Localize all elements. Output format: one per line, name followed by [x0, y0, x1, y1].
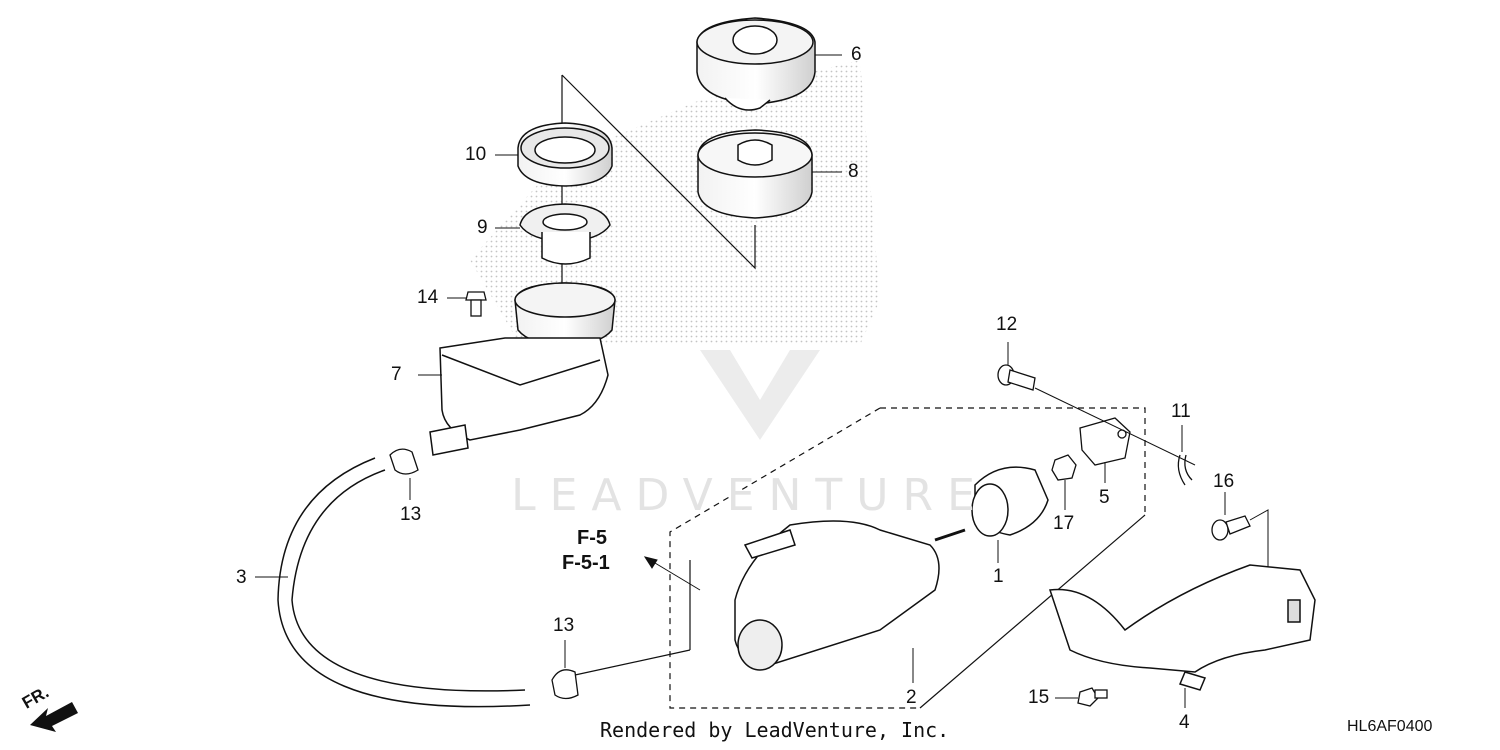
- callout-5: 5: [1099, 487, 1110, 508]
- callout-3: 3: [236, 567, 247, 588]
- axis-12-5: [1034, 387, 1196, 466]
- watermark-logo: [470, 60, 880, 440]
- reservoir-part-7: [429, 282, 616, 456]
- nut-part-17: [1051, 454, 1077, 481]
- callout-16: 16: [1213, 471, 1235, 492]
- float-part-9: [519, 203, 611, 265]
- callout-11: 11: [1171, 401, 1191, 422]
- clip-part-16: [1211, 515, 1251, 541]
- clamp-part-13-lower: [551, 669, 579, 700]
- callout-17: 17: [1053, 513, 1075, 534]
- boot-part-1: [971, 466, 1049, 537]
- footer-credit: Rendered by LeadVenture, Inc.: [600, 718, 950, 742]
- front-direction-arrow: [30, 702, 78, 732]
- cotter-pin-part-11: [1177, 454, 1193, 486]
- ref-f5-1[interactable]: F-5-1: [562, 552, 610, 574]
- pin-part-12: [997, 364, 1036, 391]
- bolt-part-15: [1077, 687, 1108, 707]
- callout-4: 4: [1179, 712, 1190, 733]
- callout-13-lower: 13: [553, 615, 575, 636]
- callout-9: 9: [477, 217, 488, 238]
- assembly-outline: [561, 74, 1146, 709]
- master-cylinder-part-2: [734, 520, 966, 671]
- plate-part-8: [697, 129, 813, 219]
- callout-2: 2: [906, 687, 917, 708]
- callout-6: 6: [851, 44, 862, 65]
- ref-f5[interactable]: F-5: [577, 527, 607, 549]
- cap-part-6: [696, 17, 816, 111]
- cover-part-4: [1048, 564, 1316, 691]
- diagram-code: HL6AF0400: [1347, 718, 1433, 735]
- callout-8: 8: [848, 161, 859, 182]
- callout-14: 14: [417, 287, 439, 308]
- callout-13-upper: 13: [400, 504, 422, 525]
- clevis-part-5: [1079, 417, 1131, 466]
- callout-7: 7: [391, 364, 402, 385]
- callout-1: 1: [993, 566, 1004, 587]
- clamp-part-13-upper: [389, 448, 419, 475]
- callout-10: 10: [465, 144, 487, 165]
- bolt-part-14: [465, 291, 487, 317]
- callout-15: 15: [1028, 687, 1050, 708]
- hose-part-3: [277, 457, 531, 708]
- reference-arrow: [643, 556, 701, 591]
- callout-12: 12: [996, 314, 1018, 335]
- ring-part-10: [517, 122, 613, 187]
